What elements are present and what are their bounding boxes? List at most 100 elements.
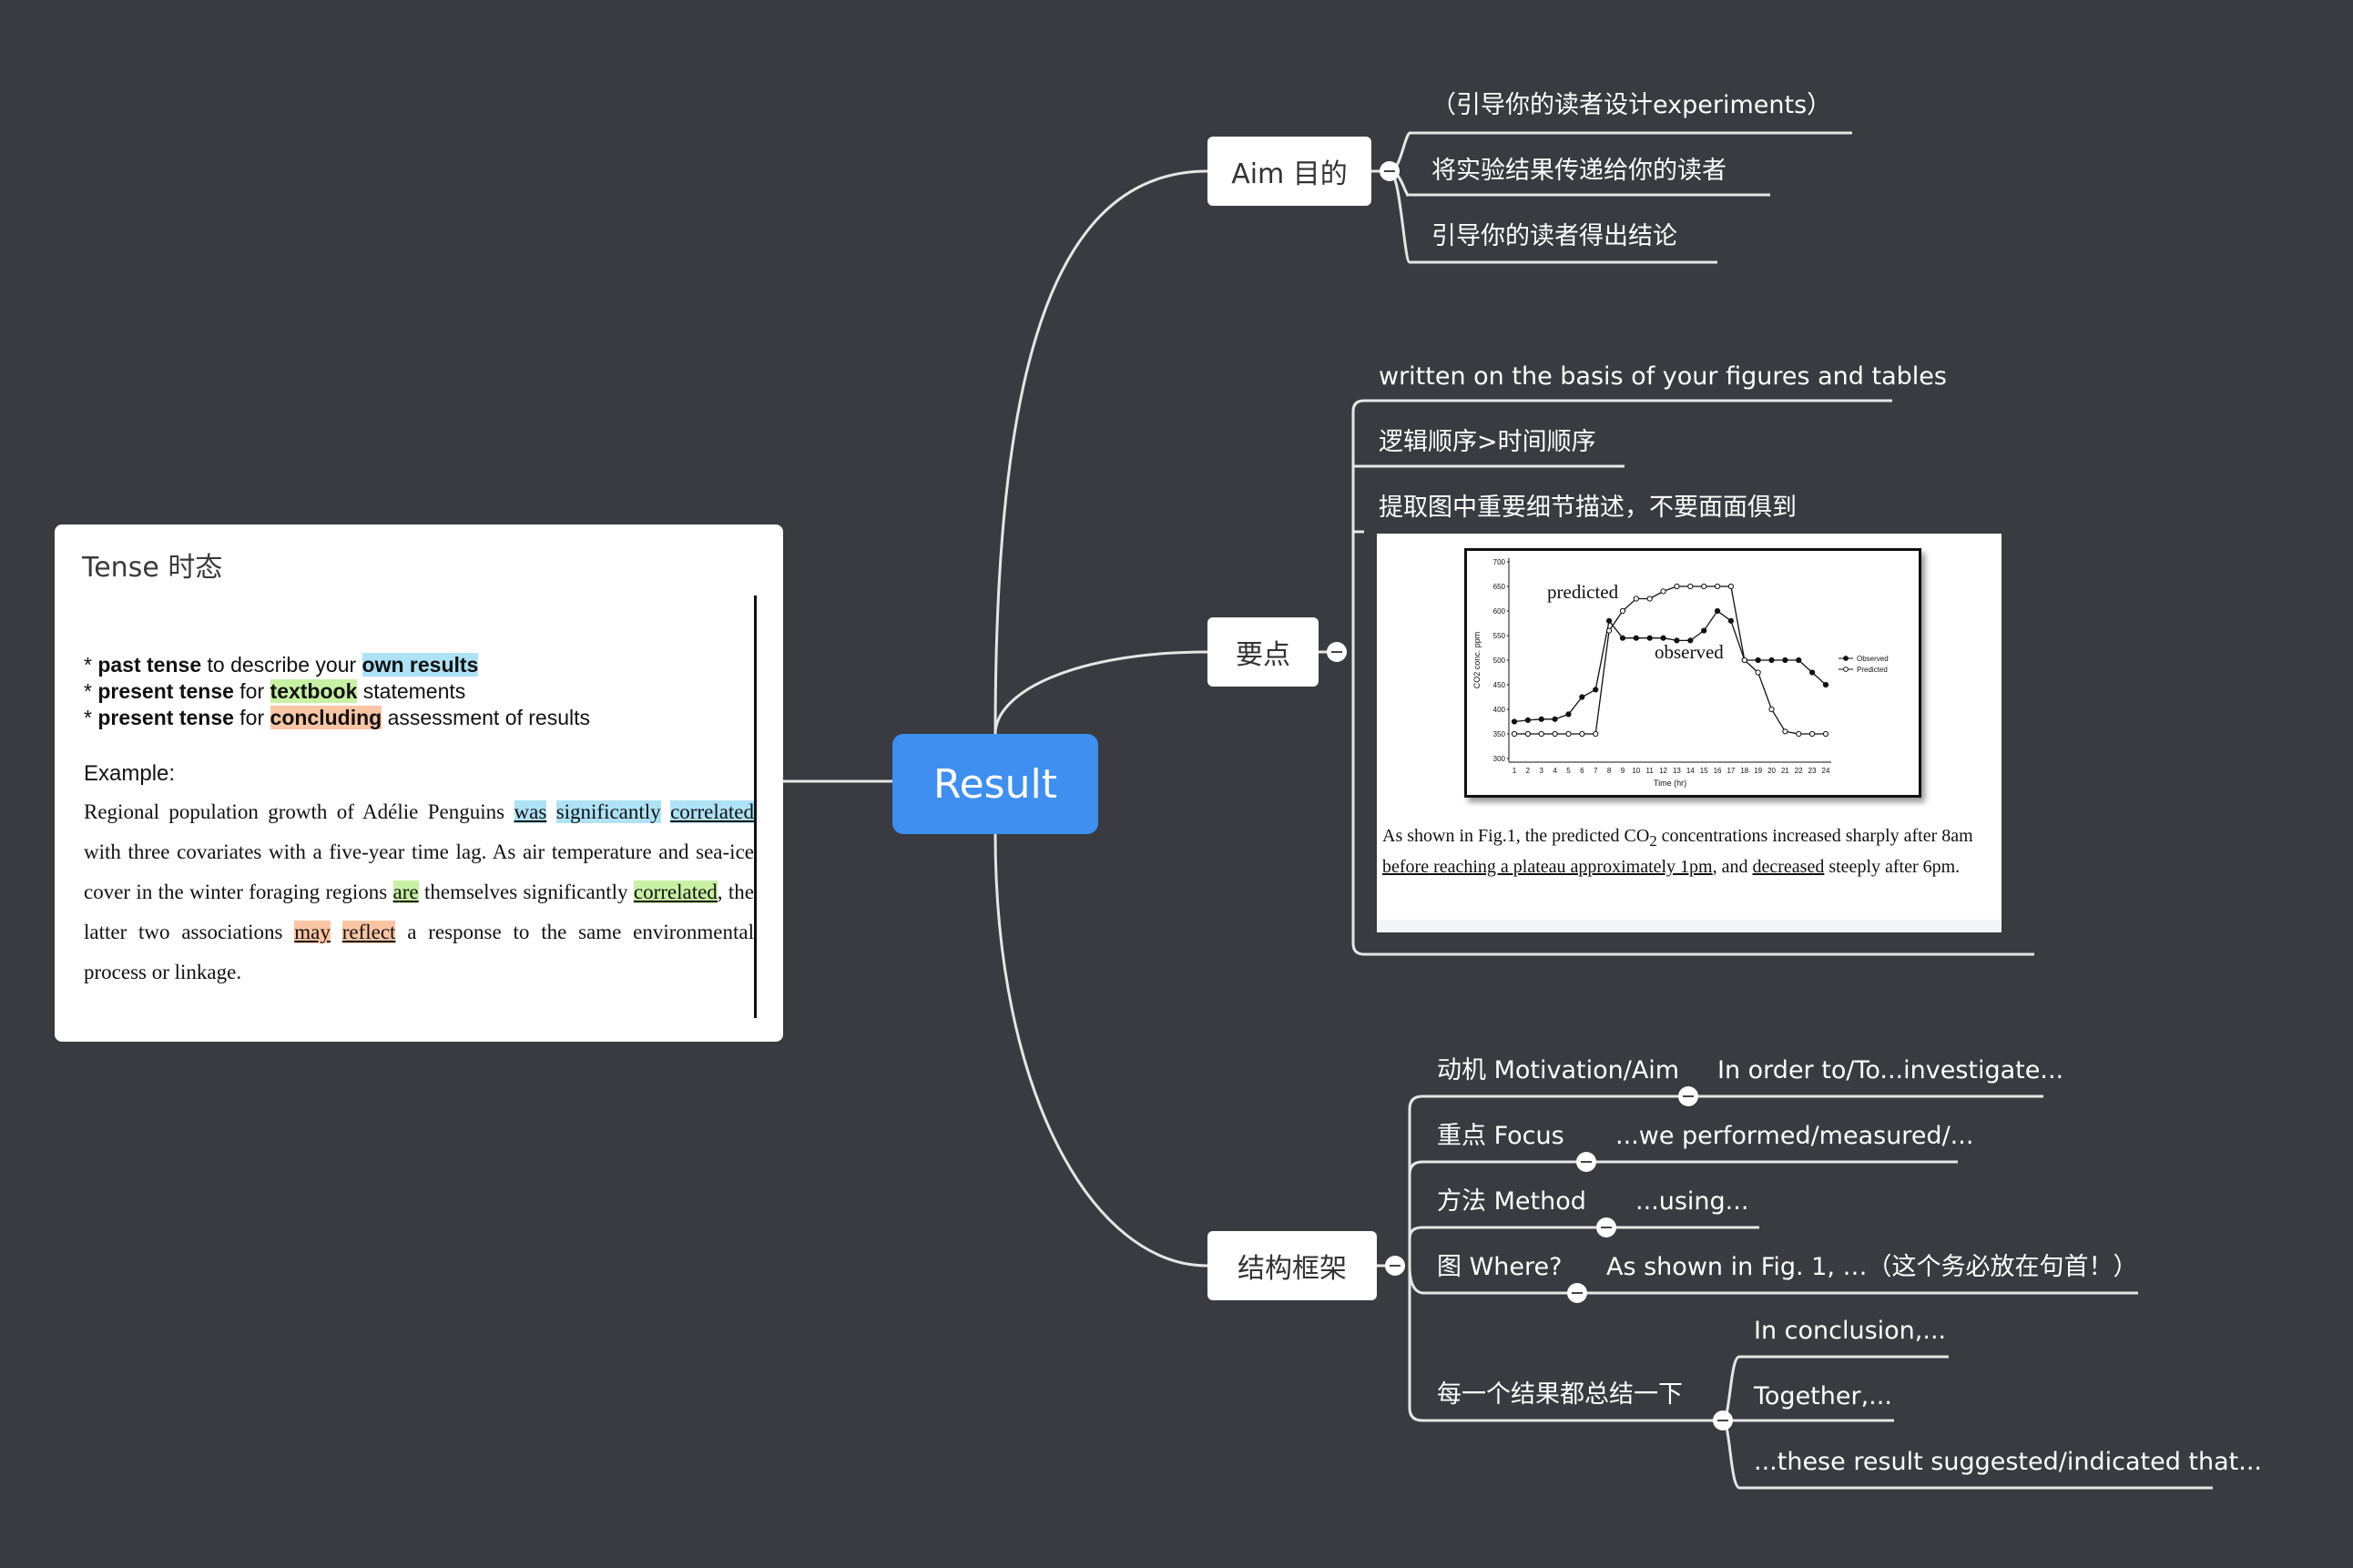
y-axis-label: CO2 conc. ppm: [1472, 632, 1482, 689]
caption-text: concentrations increased sharply after 8…: [1656, 826, 1973, 846]
summary-phrase[interactable]: Together,...: [1754, 1382, 1892, 1410]
collapse-toggle-icon[interactable]: [1380, 161, 1400, 181]
data-point-predicted: [1619, 607, 1626, 615]
structure-item[interactable]: 图 Where?: [1437, 1253, 1563, 1281]
rule-tail: statements: [357, 679, 466, 703]
data-point-predicted: [1755, 669, 1761, 676]
x-tick-label: 22: [1795, 767, 1803, 775]
data-point-predicted: [1633, 596, 1639, 602]
branch-node-key-points[interactable]: 要点: [1207, 617, 1319, 687]
aim-item[interactable]: 将实验结果传递给你的读者: [1431, 157, 1727, 185]
x-axis-label: Time (hr): [1654, 779, 1686, 788]
rule-text: for: [233, 679, 270, 703]
data-point-predicted: [1822, 730, 1829, 738]
legend-label: Observed: [1857, 655, 1889, 663]
example-text: , the latter two associations: [84, 881, 754, 943]
summary-phrase[interactable]: ...these result suggested/indicated that…: [1754, 1448, 2262, 1476]
collapse-toggle-icon[interactable]: [1713, 1410, 1733, 1431]
tense-card[interactable]: Tense 时态 * past tense to describe your o…: [55, 524, 783, 1042]
branch-node-aim[interactable]: Aim 目的: [1207, 137, 1371, 206]
x-tick-label: 12: [1659, 767, 1667, 775]
key-point-item[interactable]: written on the basis of your figures and…: [1379, 362, 1947, 391]
card-divider-line: [754, 596, 757, 1018]
caption-text: , and: [1712, 857, 1753, 877]
data-point-observed: [1511, 718, 1518, 725]
legend-marker: [1843, 667, 1849, 672]
x-tick-label: 9: [1621, 767, 1625, 775]
bullet: *: [84, 706, 92, 729]
y-tick-label: 700: [1493, 558, 1506, 566]
x-tick-label: 19: [1754, 767, 1762, 775]
y-tick-label: 300: [1493, 755, 1506, 763]
data-point-observed: [1565, 711, 1572, 718]
x-tick-label: 3: [1540, 767, 1544, 775]
y-tick-label: 650: [1493, 583, 1506, 591]
example-text: themselves significantly: [418, 881, 634, 903]
structure-item[interactable]: 每一个结果都总结一下: [1437, 1380, 1683, 1409]
data-point-predicted: [1701, 583, 1707, 590]
structure-detail[interactable]: In order to/To...investigate...: [1717, 1056, 2064, 1084]
y-tick-label: 450: [1493, 681, 1506, 689]
rule-keyword: present tense: [97, 679, 234, 703]
caption-subscript: 2: [1649, 832, 1657, 850]
key-point-item[interactable]: 逻辑顺序>时间顺序: [1379, 428, 1596, 456]
data-point-predicted: [1552, 730, 1558, 738]
legend-marker: [1843, 656, 1849, 661]
data-point-observed: [1593, 687, 1599, 693]
collapse-toggle-icon[interactable]: [1327, 642, 1347, 662]
structure-item[interactable]: 动机 Motivation/Aim: [1437, 1056, 1680, 1084]
x-tick-label: 2: [1526, 767, 1531, 775]
data-point-predicted: [1687, 583, 1694, 590]
data-point-observed: [1701, 627, 1707, 634]
tense-rule: * present tense for textbook statements: [84, 678, 590, 705]
caption-underlined: decreased: [1752, 857, 1825, 877]
y-tick-label: 600: [1493, 607, 1506, 616]
collapse-toggle-icon[interactable]: [1576, 1152, 1596, 1172]
structure-detail[interactable]: ...we performed/measured/...: [1615, 1122, 1974, 1150]
data-point-observed: [1552, 716, 1558, 722]
collapse-toggle-icon[interactable]: [1567, 1283, 1587, 1303]
example-label: Example:: [84, 761, 176, 786]
series-line-observed: [1513, 610, 1827, 723]
bullet: *: [84, 679, 92, 703]
data-point-predicted: [1605, 627, 1613, 634]
branch-node-structure[interactable]: 结构框架: [1207, 1231, 1377, 1300]
example-highlight: are: [392, 881, 419, 903]
structure-item[interactable]: 方法 Method: [1437, 1187, 1586, 1216]
branch-label: 要点: [1236, 639, 1290, 671]
data-point-observed: [1579, 694, 1585, 700]
root-label: Result: [933, 760, 1057, 808]
example-highlight: correlated: [670, 800, 754, 823]
collapse-toggle-icon[interactable]: [1596, 1217, 1616, 1237]
bullet: *: [84, 653, 92, 677]
structure-item[interactable]: 重点 Focus: [1437, 1122, 1564, 1150]
x-tick-label: 14: [1686, 767, 1695, 775]
collapse-toggle-icon[interactable]: [1385, 1256, 1405, 1276]
x-tick-label: 20: [1767, 767, 1776, 775]
data-point-predicted: [1727, 583, 1735, 590]
structure-detail[interactable]: As shown in Fig. 1, …（这个务必放在句首！）: [1606, 1253, 2138, 1281]
structure-detail[interactable]: ...using...: [1635, 1187, 1749, 1216]
data-point-predicted: [1809, 730, 1816, 738]
aim-item[interactable]: （引导你的读者设计experiments）: [1431, 91, 1832, 119]
rule-keyword: past tense: [97, 653, 202, 677]
example-highlight: was: [514, 800, 547, 823]
caption-underlined: before reaching a plateau approximately …: [1382, 857, 1713, 877]
x-tick-label: 6: [1580, 767, 1584, 775]
tense-rule: * present tense for concluding assessmen…: [84, 705, 590, 731]
data-point-predicted: [1741, 657, 1747, 664]
root-node-result[interactable]: Result: [892, 734, 1098, 834]
aim-item[interactable]: 引导你的读者得出结论: [1431, 222, 1677, 250]
data-point-observed: [1727, 617, 1735, 624]
rule-keyword: present tense: [97, 706, 234, 729]
data-point-predicted: [1796, 730, 1802, 738]
x-tick-label: 15: [1700, 767, 1708, 775]
collapse-toggle-icon[interactable]: [1678, 1086, 1698, 1106]
summary-phrase[interactable]: In conclusion,...: [1754, 1317, 1947, 1345]
x-tick-label: 10: [1632, 767, 1640, 775]
key-point-item[interactable]: 提取图中重要细节描述，不要面面俱到: [1379, 494, 1797, 522]
figure-bottom-strip: [1377, 920, 2002, 932]
y-tick-label: 550: [1493, 632, 1506, 640]
